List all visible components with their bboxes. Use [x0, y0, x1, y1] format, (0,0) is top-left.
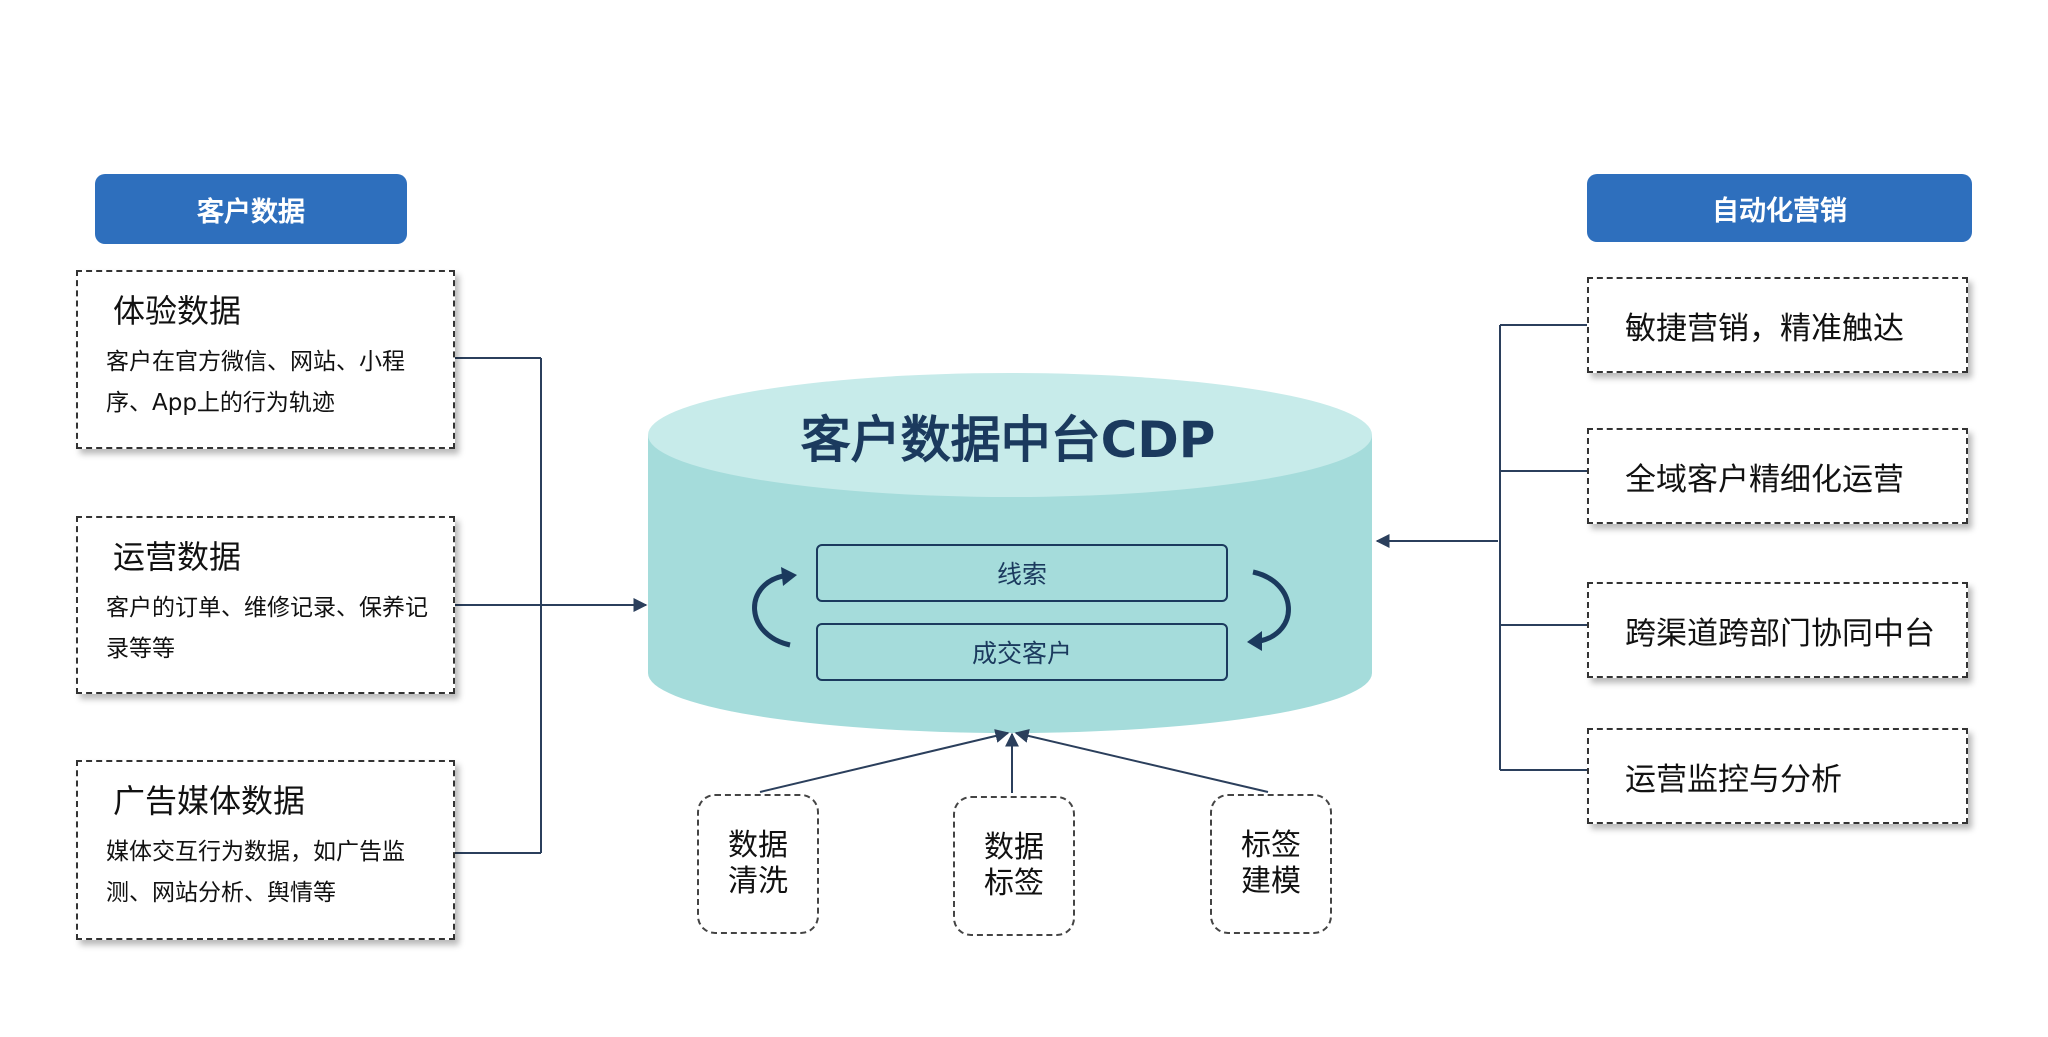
inner-box-leads: 线索	[816, 544, 1228, 602]
customer-data-header: 客户数据	[95, 174, 407, 244]
right-connector	[1375, 324, 1587, 771]
cycle-arrow-right-icon	[1247, 569, 1291, 651]
cycle-arrow-left-icon	[752, 567, 797, 648]
source-title: 运营数据	[113, 538, 242, 576]
process-line: 清洗	[728, 864, 788, 899]
process-line: 数据	[728, 828, 788, 863]
process-box-data-cleaning: 数据清洗	[697, 794, 819, 934]
process-box-data-tagging: 数据标签	[953, 796, 1075, 936]
process-line: 标签	[1241, 828, 1301, 863]
cdp-title: 客户数据中台CDP	[800, 411, 1216, 469]
marketing-box-ops-monitoring: 运营监控与分析	[1587, 728, 1968, 824]
source-box-ad-media-data: 广告媒体数据 媒体交互行为数据，如广告监测、网站分析、舆情等	[76, 760, 455, 940]
process-box-tag-modeling: 标签建模	[1210, 794, 1332, 934]
source-title: 体验数据	[113, 292, 242, 330]
process-line: 数据	[984, 830, 1044, 865]
inner-box-converted-customers: 成交客户	[816, 623, 1228, 681]
automated-marketing-header: 自动化营销	[1587, 174, 1972, 242]
source-description: 媒体交互行为数据，如广告监测、网站分析、舆情等	[106, 839, 405, 906]
source-title: 广告媒体数据	[113, 782, 306, 820]
marketing-box-agile-marketing: 敏捷营销，精准触达	[1587, 277, 1968, 373]
process-arrows	[759, 729, 1269, 793]
cylinder-top	[648, 373, 1372, 497]
source-description: 客户的订单、维修记录、保养记录等等	[106, 595, 428, 662]
process-line: 建模	[1241, 864, 1301, 899]
left-connector	[455, 357, 648, 854]
marketing-box-cross-channel-hub: 跨渠道跨部门协同中台	[1587, 582, 1968, 678]
source-box-operations-data: 运营数据 客户的订单、维修记录、保养记录等等	[76, 516, 455, 694]
process-line: 标签	[984, 866, 1044, 901]
cdp-cylinder	[648, 373, 1372, 733]
source-box-experience-data: 体验数据 客户在官方微信、网站、小程序、App上的行为轨迹	[76, 270, 455, 449]
marketing-box-omni-customer-ops: 全域客户精细化运营	[1587, 428, 1968, 524]
cylinder-body	[648, 435, 1372, 733]
source-description: 客户在官方微信、网站、小程序、App上的行为轨迹	[106, 349, 405, 416]
